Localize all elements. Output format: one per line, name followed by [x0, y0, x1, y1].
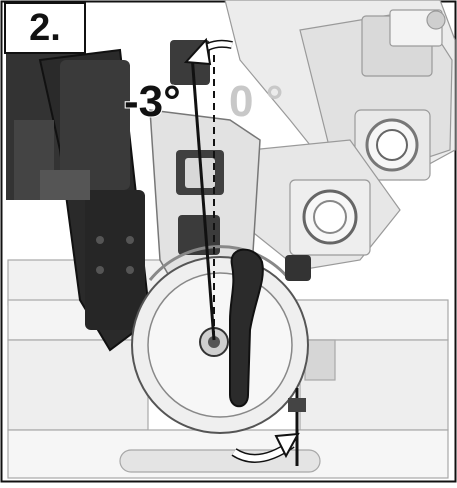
curved-arrow-right-icon [231, 432, 300, 463]
curved-arrow-left-icon [183, 37, 233, 66]
locking-lever [229, 248, 311, 408]
step-number: 2. [4, 2, 86, 54]
stop-screw [288, 398, 306, 412]
angle-label-minus-3: -3° [123, 77, 182, 126]
angle-label-zero: 0 ° [229, 77, 284, 126]
bevel-scale [131, 245, 309, 434]
tilted-reference-line [190, 54, 216, 341]
motor-housing [6, 48, 152, 352]
background-machinery [224, 0, 456, 271]
